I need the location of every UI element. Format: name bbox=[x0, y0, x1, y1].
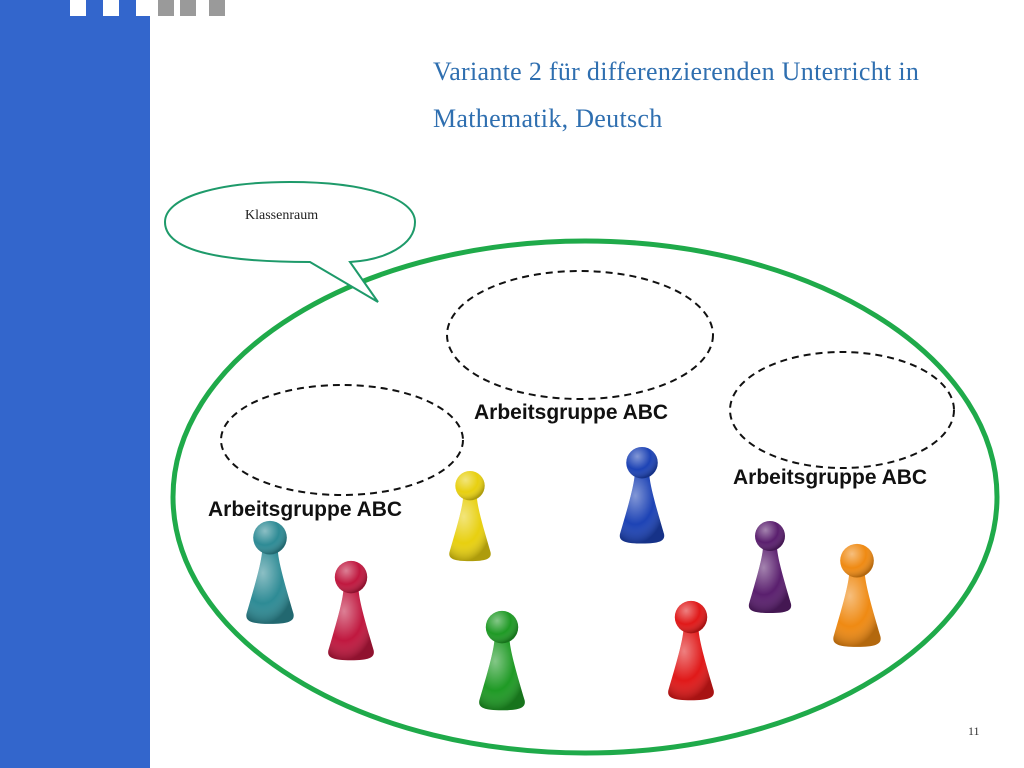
pawn-body-shine bbox=[668, 630, 714, 701]
group-ellipse-center bbox=[446, 270, 714, 400]
page-number: 11 bbox=[968, 724, 980, 738]
blue-pawn-piece bbox=[619, 446, 665, 544]
speech-bubble bbox=[163, 180, 417, 303]
decor-square bbox=[209, 0, 225, 16]
classroom-ring bbox=[170, 238, 1000, 756]
pawn-head-shine bbox=[626, 446, 658, 479]
pawn-body-shine bbox=[833, 574, 881, 647]
decor-square bbox=[158, 0, 174, 16]
pawn-body-shine bbox=[479, 640, 525, 711]
decor-square bbox=[103, 0, 119, 16]
pawn-head-shine bbox=[485, 610, 519, 644]
group-label-right: Arbeitsgruppe ABC bbox=[733, 466, 928, 489]
decor-square bbox=[70, 0, 86, 16]
green-pawn-piece bbox=[479, 610, 525, 711]
teal-pawn-piece bbox=[246, 520, 294, 624]
speech-bubble-text: Klassenraum bbox=[245, 208, 319, 223]
crimson-pawn-piece bbox=[328, 560, 374, 661]
pawn-head-shine bbox=[253, 520, 287, 555]
pawn-body-shine bbox=[748, 548, 792, 613]
decor-square bbox=[136, 0, 152, 16]
red-pawn-piece bbox=[668, 600, 714, 701]
pawn-head-shine bbox=[755, 521, 785, 551]
yellow-pawn-piece bbox=[449, 471, 491, 562]
pawn-head-shine bbox=[840, 543, 874, 578]
slide-title: Variante 2 für differenzierenden Unterri… bbox=[433, 57, 920, 133]
pawn-body-shine bbox=[328, 590, 374, 661]
pawn-head-shine bbox=[334, 560, 368, 594]
pawn-body-shine bbox=[449, 497, 491, 562]
orange-pawn-piece bbox=[833, 543, 881, 647]
group-label-left: Arbeitsgruppe ABC bbox=[208, 498, 403, 521]
decor-square bbox=[180, 0, 196, 16]
pawn-head-shine bbox=[674, 600, 708, 634]
pawn-body-shine bbox=[619, 475, 665, 544]
group-ellipse-right bbox=[729, 351, 955, 469]
left-sidebar-bar bbox=[0, 0, 150, 768]
top-decorative-squares bbox=[0, 0, 240, 16]
group-ellipse-left bbox=[220, 384, 464, 496]
pawn-body-shine bbox=[246, 551, 294, 624]
pawn-head-shine bbox=[455, 471, 485, 501]
purple-pawn-piece bbox=[748, 521, 792, 613]
group-label-center: Arbeitsgruppe ABC bbox=[474, 401, 669, 424]
